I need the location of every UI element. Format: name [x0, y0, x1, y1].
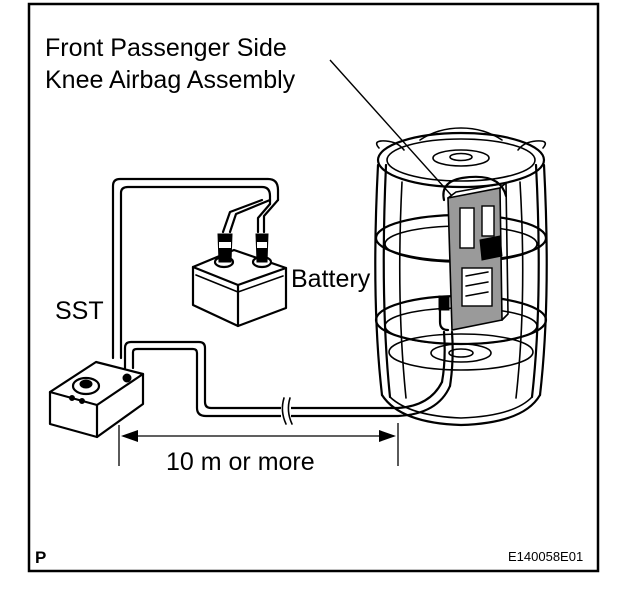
- sst-tool: [48, 360, 145, 439]
- airbag-leader-line: [329, 59, 453, 197]
- figure-frame: [27, 2, 600, 573]
- distance-dimension: [118, 423, 399, 466]
- airbag-label-line2: Knee Airbag Assembly: [45, 66, 296, 94]
- airbag-label-line1: Front Passenger Side: [45, 34, 287, 62]
- corner-mark: P: [35, 548, 46, 567]
- tire-stack: [374, 127, 548, 427]
- distance-label: 10 m or more: [166, 448, 315, 476]
- sst-airbag-cable: [123, 340, 452, 425]
- sst-label: SST: [55, 297, 104, 325]
- battery: [191, 233, 288, 328]
- sst-battery-cable: [111, 177, 280, 360]
- battery-label: Battery: [291, 265, 371, 293]
- figure-code: E140058E01: [508, 549, 583, 564]
